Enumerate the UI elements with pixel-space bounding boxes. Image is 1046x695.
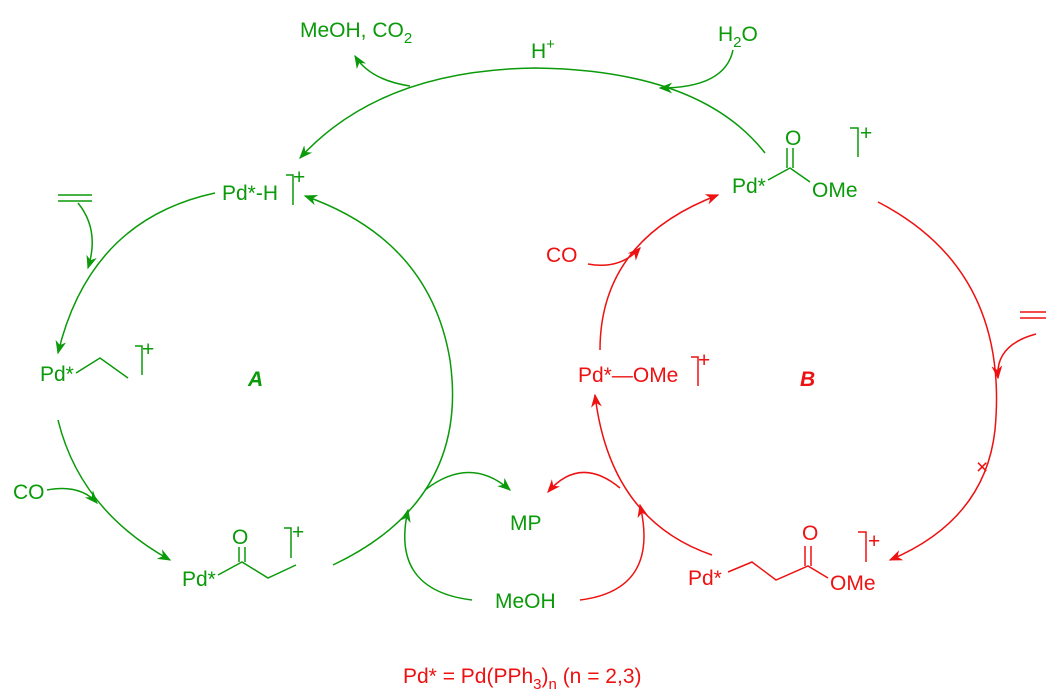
- footnote-definition: Pd* = Pd(PPh3)n (n = 2,3): [403, 665, 642, 693]
- pd-h-charge: +: [293, 166, 305, 189]
- pd-h-species: Pd*-H: [222, 182, 278, 205]
- ethylene-b-icon: [1020, 311, 1046, 319]
- ethyl-chain: [75, 345, 143, 379]
- co-b-label: CO: [546, 244, 578, 267]
- ester-bonds: [767, 127, 859, 183]
- cycle-a-arrows: [46, 192, 512, 601]
- pd-alkyl-charge: +: [868, 530, 880, 553]
- pd-h-bracket: [286, 174, 294, 205]
- pd-ome-bracket: [691, 356, 699, 386]
- pd-acyl-charge: +: [292, 521, 304, 544]
- alkyl-ome: OMe: [830, 572, 876, 595]
- blocked-mark: ×: [976, 456, 988, 479]
- cycle-a-label: A: [247, 368, 263, 391]
- h-plus-label: H+: [531, 36, 555, 63]
- pd-ester-species: Pd*: [732, 175, 766, 198]
- ester-ome: OMe: [812, 179, 858, 202]
- pd-ome-charge: +: [698, 349, 710, 372]
- methanol-label: MeOH: [495, 590, 556, 613]
- pd-ester-charge: +: [860, 122, 872, 145]
- meoh-co2-label: MeOH, CO2: [300, 19, 412, 47]
- cycle-b-arrows: [547, 194, 1037, 601]
- alkyl-chain: [727, 531, 867, 581]
- ethylene-a-icon: [58, 194, 92, 202]
- pd-ethyl-charge: +: [142, 338, 154, 361]
- top-arc: [299, 49, 766, 159]
- pd-ome-species: Pd*—OMe: [578, 364, 678, 387]
- co-a-label: CO: [13, 481, 45, 504]
- water-label: H2O: [718, 23, 758, 51]
- cycle-b-label: B: [800, 368, 815, 391]
- pd-acyl-species: Pd*: [182, 568, 216, 591]
- mp-product: MP: [510, 512, 542, 535]
- alkyl-oxygen: O: [802, 522, 818, 545]
- acyl-chain: [217, 527, 297, 579]
- ester-oxygen: O: [785, 127, 801, 150]
- acyl-oxygen: O: [232, 526, 248, 549]
- pd-alkyl-species: Pd*: [688, 567, 722, 590]
- pd-ethyl-species: Pd*: [40, 363, 74, 386]
